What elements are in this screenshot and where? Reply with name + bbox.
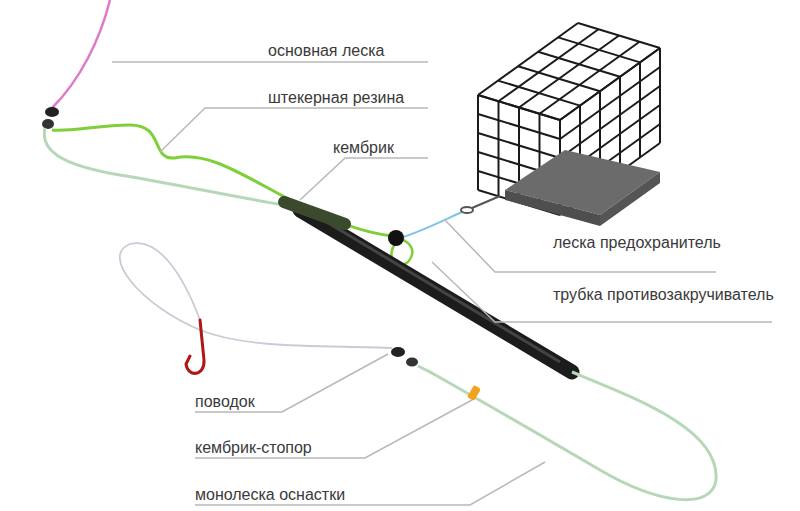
safety-line — [400, 212, 462, 238]
bead — [388, 230, 404, 246]
main-line — [52, 0, 110, 108]
rig-mono-loop — [430, 372, 716, 500]
cage-wire — [560, 86, 660, 158]
swivel — [406, 358, 418, 367]
cage-wire — [519, 36, 619, 108]
feeder-weight-end — [600, 172, 660, 226]
part-label: поводок — [195, 393, 295, 411]
hook — [186, 320, 204, 373]
part-label: кембрик — [333, 139, 433, 157]
rig-mono — [44, 128, 290, 206]
cage-wire — [478, 114, 560, 139]
cage-wire — [560, 67, 660, 139]
cembric-sleeve — [284, 202, 345, 224]
leader-lines — [112, 62, 772, 505]
cage-wire — [498, 81, 580, 106]
tube-highlight — [300, 206, 560, 362]
cage-wire — [538, 52, 620, 77]
anti-tangle-tube — [300, 210, 572, 372]
swivel — [45, 107, 59, 117]
part-label: кембрик-стопор — [195, 439, 375, 457]
part-label: монолеска оснастки — [195, 486, 395, 504]
cage-wire — [478, 95, 560, 120]
feeder-cage — [478, 23, 660, 215]
stopper-cembric — [467, 385, 481, 401]
feeder-weight-side — [505, 190, 600, 226]
cage-wire — [477, 95, 479, 190]
hooklength — [120, 243, 392, 348]
cage-wire — [560, 48, 660, 120]
cage-wire — [498, 101, 500, 196]
part-label: трубка противозакручиватель — [553, 286, 778, 304]
swivel — [391, 347, 405, 357]
safety-swivel — [461, 207, 473, 213]
cage-wire — [478, 133, 560, 158]
cage-wire — [639, 62, 641, 157]
cage-wire — [659, 48, 661, 143]
swivel — [42, 119, 54, 129]
cage-wire — [518, 66, 600, 91]
cage-wire — [558, 37, 640, 62]
part-label: основная леска — [268, 42, 438, 60]
part-label: леска предохранитель — [553, 234, 723, 252]
cage-wire — [619, 77, 621, 172]
feeder-wire — [472, 196, 500, 208]
part-label: штекерная резина — [268, 89, 438, 107]
cage-wire — [578, 23, 660, 48]
rig-mono — [418, 366, 432, 373]
